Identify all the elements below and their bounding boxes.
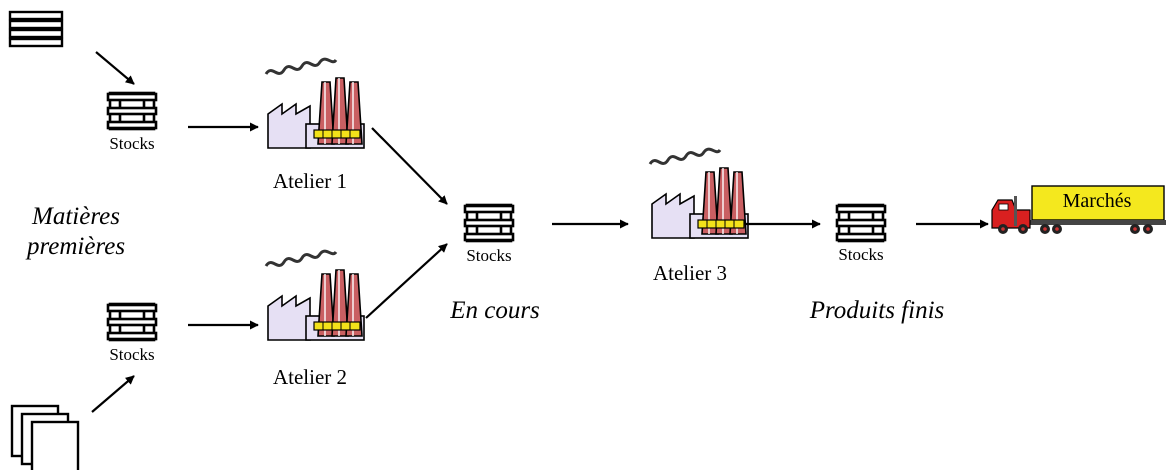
atelier-2-label: Atelier 2 [273,365,347,389]
produits-finis-label: Produits finis [809,297,945,324]
delivery-truck-icon [991,185,1166,234]
arrow-bars-to-stock [95,51,135,85]
stock-label: Stocks [838,245,883,264]
stock-pile-icon [463,203,515,243]
raw-material-bars-icon [8,10,64,48]
matieres-label: Matières [31,203,120,230]
raw-material-sheets-icon [10,404,80,470]
stock-label: Stocks [109,345,154,364]
stock-pile-icon [106,302,158,342]
atelier-3-label: Atelier 3 [653,261,727,285]
arrow-sheets-to-stock [91,375,135,413]
stock-label: Stocks [109,134,154,153]
premieres-label: premières [25,233,125,260]
factory-icon [264,57,366,150]
stock-pile-icon [835,203,887,243]
atelier-1-label: Atelier 1 [273,169,347,193]
stock-label: Stocks [466,246,511,265]
factory-icon [648,147,750,240]
arrow-atelier-1-to-stock [371,127,448,205]
en-cours-label: En cours [449,297,540,324]
stock-pile-icon [106,91,158,131]
factory-icon [264,249,366,342]
arrow-atelier-2-to-stock [365,243,448,319]
marches-label: Marchés [1063,190,1132,212]
